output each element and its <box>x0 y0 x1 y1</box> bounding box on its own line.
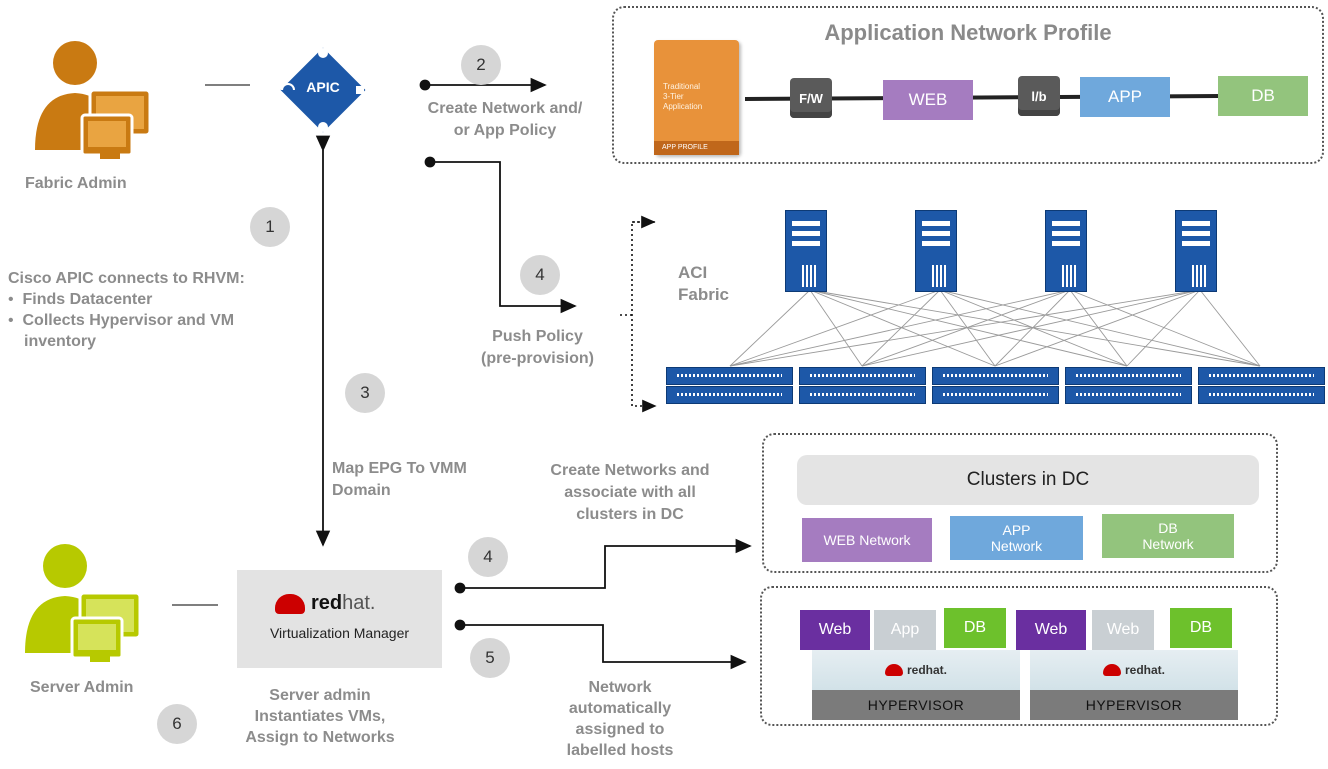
server-admin-line3: Assign to Networks <box>245 729 395 746</box>
spine-switch-1[interactable] <box>785 210 827 292</box>
app-profile-title: Application Network Profile <box>824 20 1112 45</box>
server-admin-line2: Instantiates VMs, <box>254 708 386 725</box>
aci-fabric-line2: Fabric <box>678 285 730 304</box>
host1-db-vm[interactable]: DB <box>944 608 1006 648</box>
network-auto-line3: assigned to <box>575 721 665 738</box>
clusters-box[interactable] <box>762 433 1278 573</box>
map-epg-line2: Domain <box>332 482 391 499</box>
leaf-switch-3a[interactable] <box>932 367 1059 385</box>
app-profile-card: Traditional 3-Tier Application APP PROFI… <box>654 40 739 155</box>
fabric-mesh <box>729 289 1261 367</box>
create-networks-line2: associate with all <box>564 484 696 501</box>
step-1-badge: 1 <box>250 207 290 247</box>
map-epg-text: Map EPG To VMM Domain <box>332 458 522 502</box>
aci-fabric-label: ACI Fabric <box>678 262 729 306</box>
apic-label: APIC <box>306 79 340 95</box>
create-networks-line3: clusters in DC <box>576 506 684 523</box>
create-networks-line1: Create Networks and <box>550 462 710 479</box>
map-epg-line1: Map EPG To VMM <box>332 460 467 477</box>
aci-fabric-line1: ACI <box>678 263 708 282</box>
host1-redhat-icon <box>884 664 903 676</box>
host2-brand-band: redhat. <box>1030 650 1238 690</box>
create-networks-text: Create Networks and associate with all c… <box>515 460 745 526</box>
app-tier[interactable]: APP <box>1080 77 1170 117</box>
spine-switch-3[interactable] <box>1045 210 1087 292</box>
connect-title: Cisco APIC connects to RHVM: <box>8 270 245 287</box>
network-auto-line1: Network <box>588 679 652 696</box>
db-tier[interactable]: DB <box>1218 76 1308 116</box>
create-policy-line1: Create Network and/ <box>427 100 583 117</box>
fabric-admin-label: Fabric Admin <box>25 175 127 192</box>
leaf-switch-4b[interactable] <box>1065 386 1192 404</box>
network-auto-line4: labelled hosts <box>566 742 674 759</box>
host2-web-vm-2[interactable]: Web <box>1092 610 1154 650</box>
app-profile-card-footer: APP PROFILE <box>654 141 739 155</box>
clusters-title: Clusters in DC <box>966 469 1090 490</box>
leaf-switch-4a[interactable] <box>1065 367 1192 385</box>
leaf-switch-3b[interactable] <box>932 386 1059 404</box>
push-policy-text: Push Policy (pre-provision) <box>445 326 630 370</box>
spine-switch-2[interactable] <box>915 210 957 292</box>
rhvm-to-clusters-arrow <box>454 538 752 594</box>
rhvm-product-name: Virtualization Manager <box>269 625 410 641</box>
rhvm-brand: redhat. <box>275 592 375 615</box>
firewall-node[interactable]: F/W <box>790 78 832 118</box>
web-network[interactable]: WEB Network <box>802 518 932 562</box>
connect-bullet-2: • Collects Hypervisor and VM <box>8 312 235 329</box>
connect-bullet-2-cont: inventory <box>24 333 97 350</box>
redhat-logo-icon <box>275 593 305 614</box>
host1-app-vm[interactable]: App <box>874 610 936 650</box>
host2-web-vm-1[interactable]: Web <box>1016 610 1086 650</box>
connect-text: Cisco APIC connects to RHVM: • Finds Dat… <box>8 268 328 352</box>
host1-brand-band: redhat. <box>812 650 1020 690</box>
apic-to-fabric-arrow <box>424 156 577 314</box>
app-network-profile-box[interactable]: Application Network Profile Traditional … <box>612 6 1324 164</box>
leaf-switch-1b[interactable] <box>666 386 793 404</box>
rhvm-to-hosts-arrow <box>454 619 747 670</box>
host1-hypervisor[interactable]: HYPERVISOR <box>812 690 1020 720</box>
push-policy-line1: Push Policy <box>492 328 583 345</box>
fabric-admin-icon <box>35 41 152 159</box>
leaf-switch-5b[interactable] <box>1198 386 1325 404</box>
clusters-title-bar: Clusters in DC <box>797 455 1259 505</box>
rhvm-box[interactable]: redhat. Virtualization Manager <box>237 570 442 668</box>
app-profile-card-line2: 3-Tier <box>663 92 684 101</box>
server-admin-text: Server admin Instantiates VMs, Assign to… <box>215 685 425 748</box>
network-auto-line2: automatically <box>568 700 672 717</box>
step-4-fabric-badge: 4 <box>520 255 560 295</box>
step-2-badge: 2 <box>461 45 501 85</box>
apic-node[interactable]: APIC <box>273 40 373 140</box>
step-3-badge: 3 <box>345 373 385 413</box>
connect-bullet-1: • Finds Datacenter <box>8 291 153 308</box>
app-profile-card-line1: Traditional <box>663 82 701 91</box>
push-policy-line2: (pre-provision) <box>481 350 594 367</box>
step-4-clusters-badge: 4 <box>468 537 508 577</box>
server-admin-label: Server Admin <box>30 679 134 696</box>
hosts-box[interactable] <box>760 586 1278 726</box>
step-6-badge: 6 <box>157 704 197 744</box>
load-balancer-node[interactable]: l/b <box>1018 76 1060 116</box>
apic-diamond-icon <box>280 47 366 133</box>
leaf-switch-1a[interactable] <box>666 367 793 385</box>
fabric-bracket <box>631 221 657 413</box>
host2-db-vm[interactable]: DB <box>1170 608 1232 648</box>
host1-web-vm[interactable]: Web <box>800 610 870 650</box>
app-profile-card-line3: Application <box>663 102 703 111</box>
step-5-badge: 5 <box>470 638 510 678</box>
host2-hypervisor[interactable]: HYPERVISOR <box>1030 690 1238 720</box>
leaf-switch-5a[interactable] <box>1198 367 1325 385</box>
server-admin-icon <box>25 544 142 662</box>
host2-redhat-icon <box>1102 664 1121 676</box>
spine-switch-4[interactable] <box>1175 210 1217 292</box>
server-admin-line1: Server admin <box>269 687 371 704</box>
web-tier[interactable]: WEB <box>883 80 973 120</box>
leaf-switch-2b[interactable] <box>799 386 926 404</box>
network-auto-text: Network automatically assigned to labell… <box>535 677 705 761</box>
leaf-switch-2a[interactable] <box>799 367 926 385</box>
create-policy-text: Create Network and/ or App Policy <box>380 98 630 142</box>
create-policy-line2: or App Policy <box>453 122 557 139</box>
